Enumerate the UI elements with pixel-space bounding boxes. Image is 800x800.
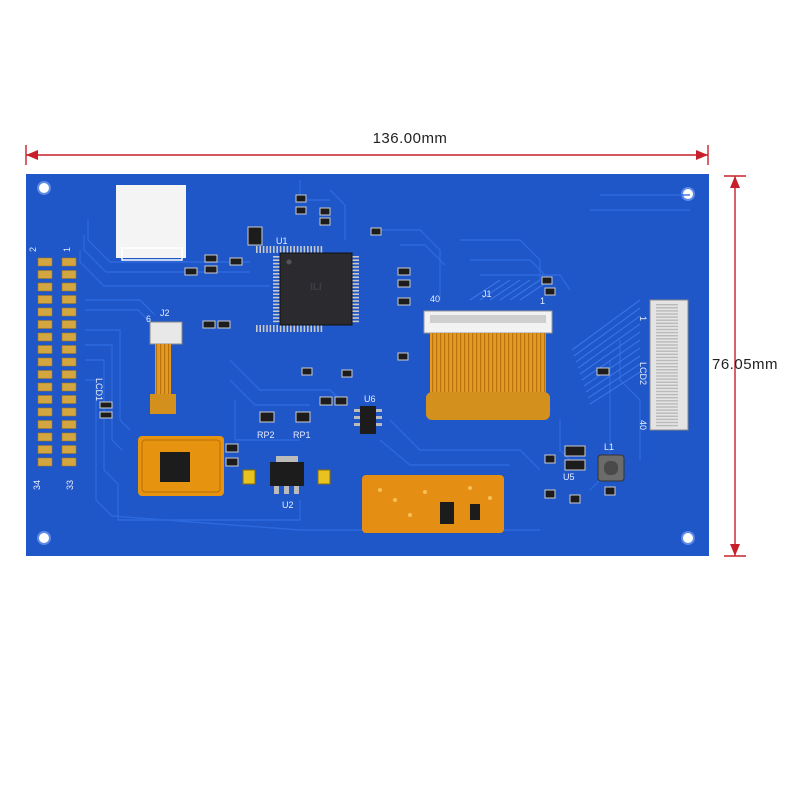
label-lcd1: LCD1 bbox=[94, 378, 104, 401]
smd-components bbox=[99, 194, 616, 504]
white-label-area bbox=[116, 185, 186, 258]
label-u6: U6 bbox=[364, 394, 376, 404]
label-rp2: RP2 bbox=[257, 430, 275, 440]
label-rp1: RP1 bbox=[293, 430, 311, 440]
j1-connector bbox=[423, 310, 553, 420]
label-lcd1-pin-34: 34 bbox=[32, 480, 42, 490]
svg-text:ILI: ILI bbox=[310, 282, 322, 293]
label-u1: U1 bbox=[276, 236, 288, 246]
label-j1-pin-40: 40 bbox=[430, 294, 440, 304]
label-lcd1-pin-2: 2 bbox=[28, 247, 38, 252]
silkscreen-labels: 2 1 34 33 LCD1 J2 6 U1 J1 40 1 LCD2 1 40… bbox=[28, 236, 648, 510]
mounting-holes bbox=[37, 181, 695, 545]
label-lcd2: LCD2 bbox=[638, 362, 648, 385]
lcd2-connector bbox=[649, 299, 689, 431]
u6-chip bbox=[354, 406, 382, 434]
width-dimension-line bbox=[25, 145, 709, 165]
j2-connector bbox=[149, 321, 183, 414]
height-dimension-label: 76.05mm bbox=[712, 356, 779, 373]
label-lcd2-pin-40: 40 bbox=[638, 420, 648, 430]
u2-regulator bbox=[270, 456, 304, 494]
u1-controller-chip: ILI bbox=[256, 246, 359, 332]
label-lcd1-pin-33: 33 bbox=[65, 480, 75, 490]
label-j1-pin-1: 1 bbox=[540, 296, 545, 306]
flex-patch bbox=[362, 475, 504, 533]
lcd2-fanout-traces bbox=[571, 299, 641, 405]
tantalum-capacitors bbox=[242, 469, 331, 485]
height-dimension-line bbox=[724, 175, 746, 557]
label-l1: L1 bbox=[604, 442, 614, 452]
label-u2: U2 bbox=[282, 500, 294, 510]
label-u5: U5 bbox=[563, 472, 575, 482]
lcd1-pin-header bbox=[37, 257, 77, 467]
label-lcd2-pin-1: 1 bbox=[638, 316, 648, 321]
label-j2: J2 bbox=[160, 308, 170, 318]
width-dimension-label: 136.00mm bbox=[372, 130, 448, 147]
touch-controller-area bbox=[138, 436, 224, 496]
l1-inductor bbox=[597, 454, 625, 482]
label-j2-pin: 6 bbox=[146, 314, 151, 324]
label-j1: J1 bbox=[482, 289, 492, 299]
label-lcd1-pin-1: 1 bbox=[62, 247, 72, 252]
